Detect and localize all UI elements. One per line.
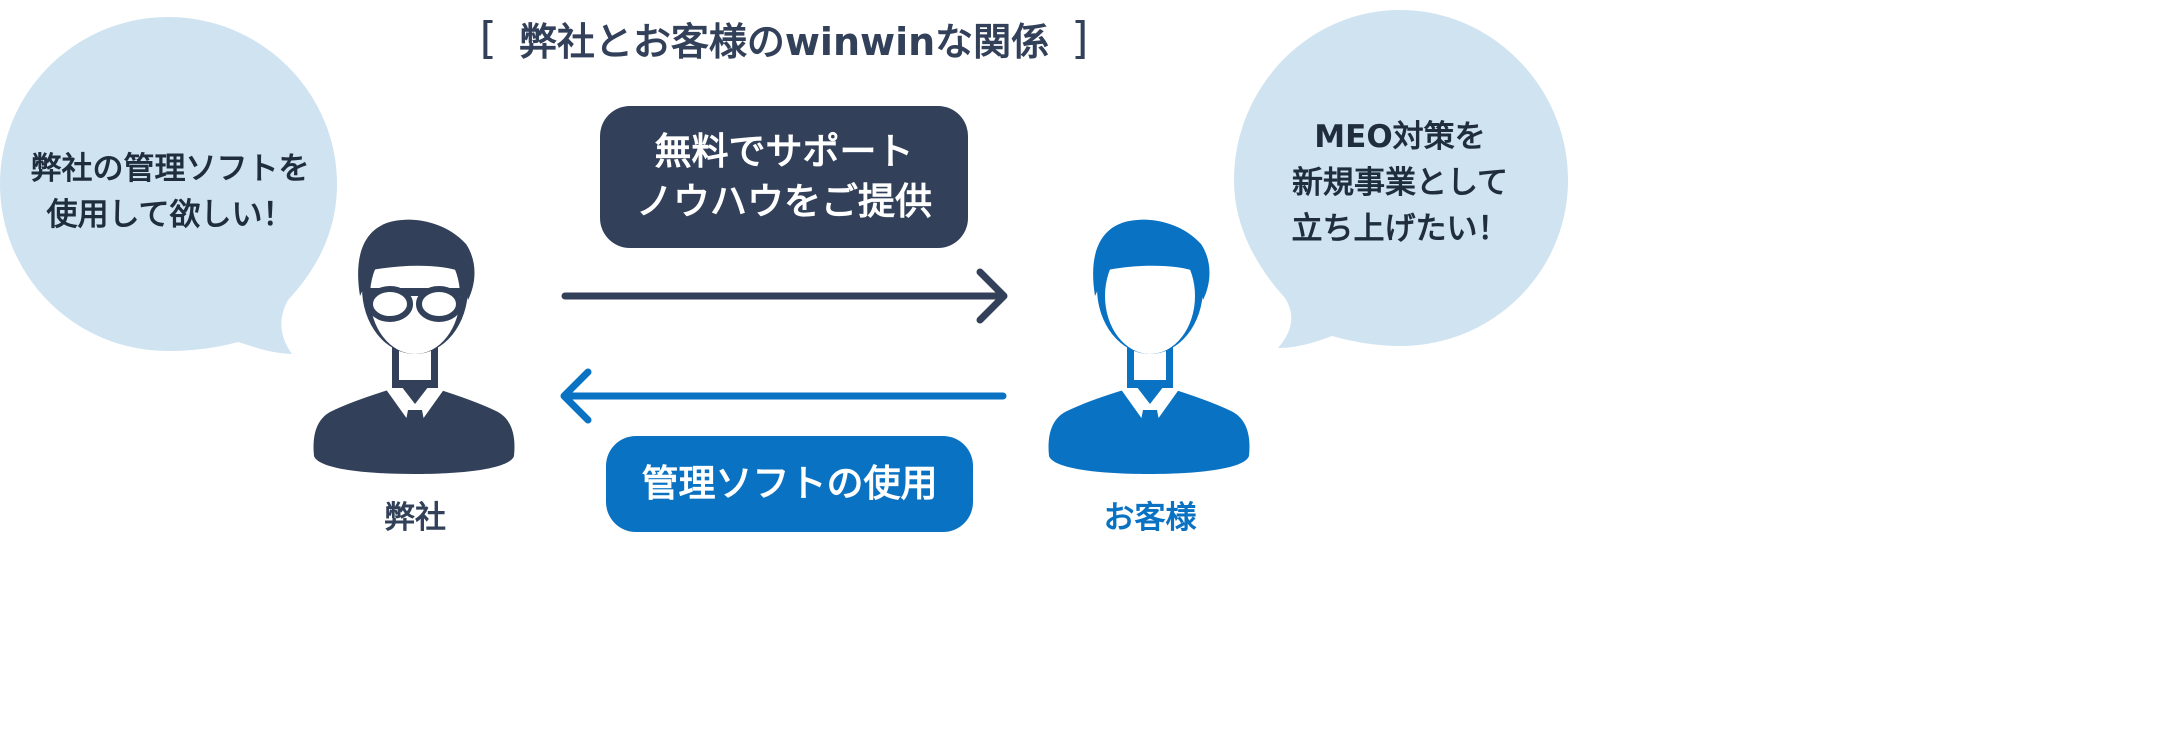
title-bracket-right: ]	[1071, 12, 1089, 64]
right-bubble-line: 新規事業として	[1291, 165, 1509, 201]
right-bubble-text: MEO対策を 新規事業として 立ち上げたい！	[1250, 114, 1550, 252]
free-support-box: 無料でサポート ノウハウをご提供	[600, 106, 968, 248]
right-person-label: お客様	[1103, 500, 1197, 536]
left-bubble-text: 弊社の管理ソフトを 使用して欲しい！	[20, 146, 320, 238]
title-bracket-left: [	[479, 12, 497, 64]
left-speech-bubble	[0, 17, 337, 354]
free-support-line: ノウハウをご提供	[636, 180, 932, 223]
businessman-with-glasses-icon	[313, 219, 515, 474]
right-bubble-line: 立ち上げたい！	[1291, 211, 1509, 247]
arrow-right	[561, 268, 1008, 324]
software-usage-box: 管理ソフトの使用	[606, 436, 973, 532]
right-bubble-line: MEO対策を	[1314, 119, 1486, 155]
title-text: 弊社とお客様のwinwinな関係	[518, 19, 1050, 64]
left-bubble-line: 使用して欲しい！	[46, 197, 294, 233]
free-support-line: 無料でサポート	[654, 130, 914, 173]
arrow-left	[560, 368, 1007, 424]
right-speech-bubble	[1234, 10, 1568, 348]
software-usage-text: 管理ソフトの使用	[641, 462, 938, 505]
diagram-scene	[0, 10, 1568, 474]
diagram-title: [ 弊社とお客様のwinwinな関係 ]	[0, 8, 1568, 68]
businessman-icon	[1048, 219, 1250, 474]
left-bubble-line: 弊社の管理ソフトを	[30, 151, 310, 187]
left-person-label: 弊社	[384, 500, 446, 536]
